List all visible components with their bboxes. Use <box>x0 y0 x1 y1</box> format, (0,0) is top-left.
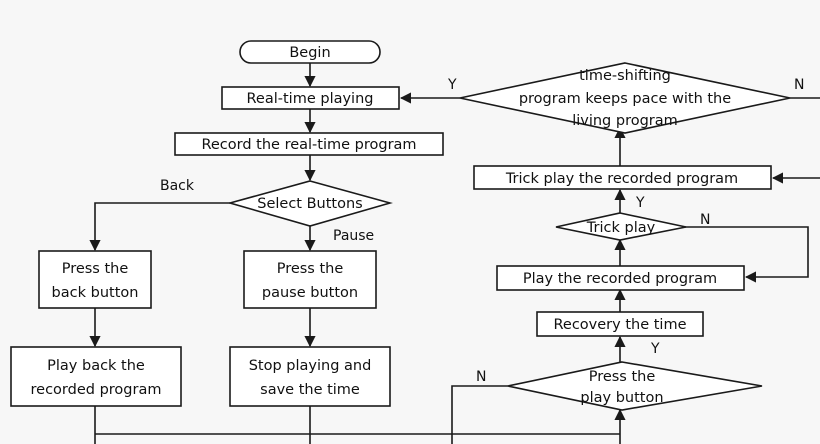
trick-play-recorded-node: Trick play the recorded program <box>473 165 772 190</box>
record-realtime-label: Record the real-time program <box>201 137 416 153</box>
timeshift-decision: time-shifting program keeps pace with th… <box>459 62 791 134</box>
select-buttons-label: Select Buttons <box>257 196 362 212</box>
begin-node: Begin <box>239 40 381 64</box>
press-play-label-line2: play button <box>580 390 663 406</box>
realtime-playing-node: Real-time playing <box>221 86 400 110</box>
connectors <box>89 63 820 444</box>
press-back-node: Press the back button <box>38 250 152 309</box>
arrow-pressplay-no-loop <box>451 385 508 444</box>
edge-label-trick-yes: Y <box>635 195 645 211</box>
edge-label-pressplay-no: N <box>476 369 486 385</box>
arrow-trick-no-loop <box>684 226 809 283</box>
play-recorded-node: Play the recorded program <box>496 265 745 291</box>
edge-label-back: Back <box>160 178 195 194</box>
edge-label-pause: Pause <box>333 228 374 244</box>
arrow-select-to-back <box>89 202 230 252</box>
recovery-time-label: Recovery the time <box>553 317 686 333</box>
play-back-label-line2: recorded program <box>31 382 162 398</box>
play-recorded-label: Play the recorded program <box>523 271 717 287</box>
stop-playing-label-line2: save the time <box>260 382 360 398</box>
recovery-time-node: Recovery the time <box>536 311 704 337</box>
trick-play-decision: Trick play <box>555 212 687 241</box>
select-buttons-decision: Select Buttons <box>227 180 393 227</box>
timeshift-label-line2: program keeps pace with the <box>519 91 731 107</box>
press-play-label-line1: Press the <box>589 369 656 385</box>
begin-label: Begin <box>289 45 330 61</box>
trick-play-recorded-label: Trick play the recorded program <box>505 171 738 187</box>
realtime-playing-label: Real-time playing <box>247 91 374 107</box>
trick-play-label: Trick play <box>586 220 656 236</box>
record-realtime-node: Record the real-time program <box>174 132 444 156</box>
edge-label-timeshift-no: N <box>794 77 804 93</box>
press-pause-node: Press the pause button <box>243 250 377 309</box>
play-back-node: Play back the recorded program <box>10 346 182 407</box>
press-back-label-line1: Press the <box>62 261 129 277</box>
edge-label-trick-no: N <box>700 212 710 228</box>
press-pause-label-line2: pause button <box>262 285 358 301</box>
press-play-decision: Press the play button <box>507 361 763 411</box>
stop-playing-label-line1: Stop playing and <box>249 358 372 374</box>
press-pause-label-line1: Press the <box>277 261 344 277</box>
edge-label-timeshift-yes: Y <box>447 77 457 93</box>
edge-label-pressplay-yes: Y <box>650 341 660 357</box>
play-back-label-line1: Play back the <box>47 358 145 374</box>
timeshift-label-line3: living program <box>572 113 678 129</box>
press-back-label-line2: back button <box>52 285 139 301</box>
stop-playing-node: Stop playing and save the time <box>229 346 391 407</box>
timeshift-label-line1: time-shifting <box>579 68 671 84</box>
